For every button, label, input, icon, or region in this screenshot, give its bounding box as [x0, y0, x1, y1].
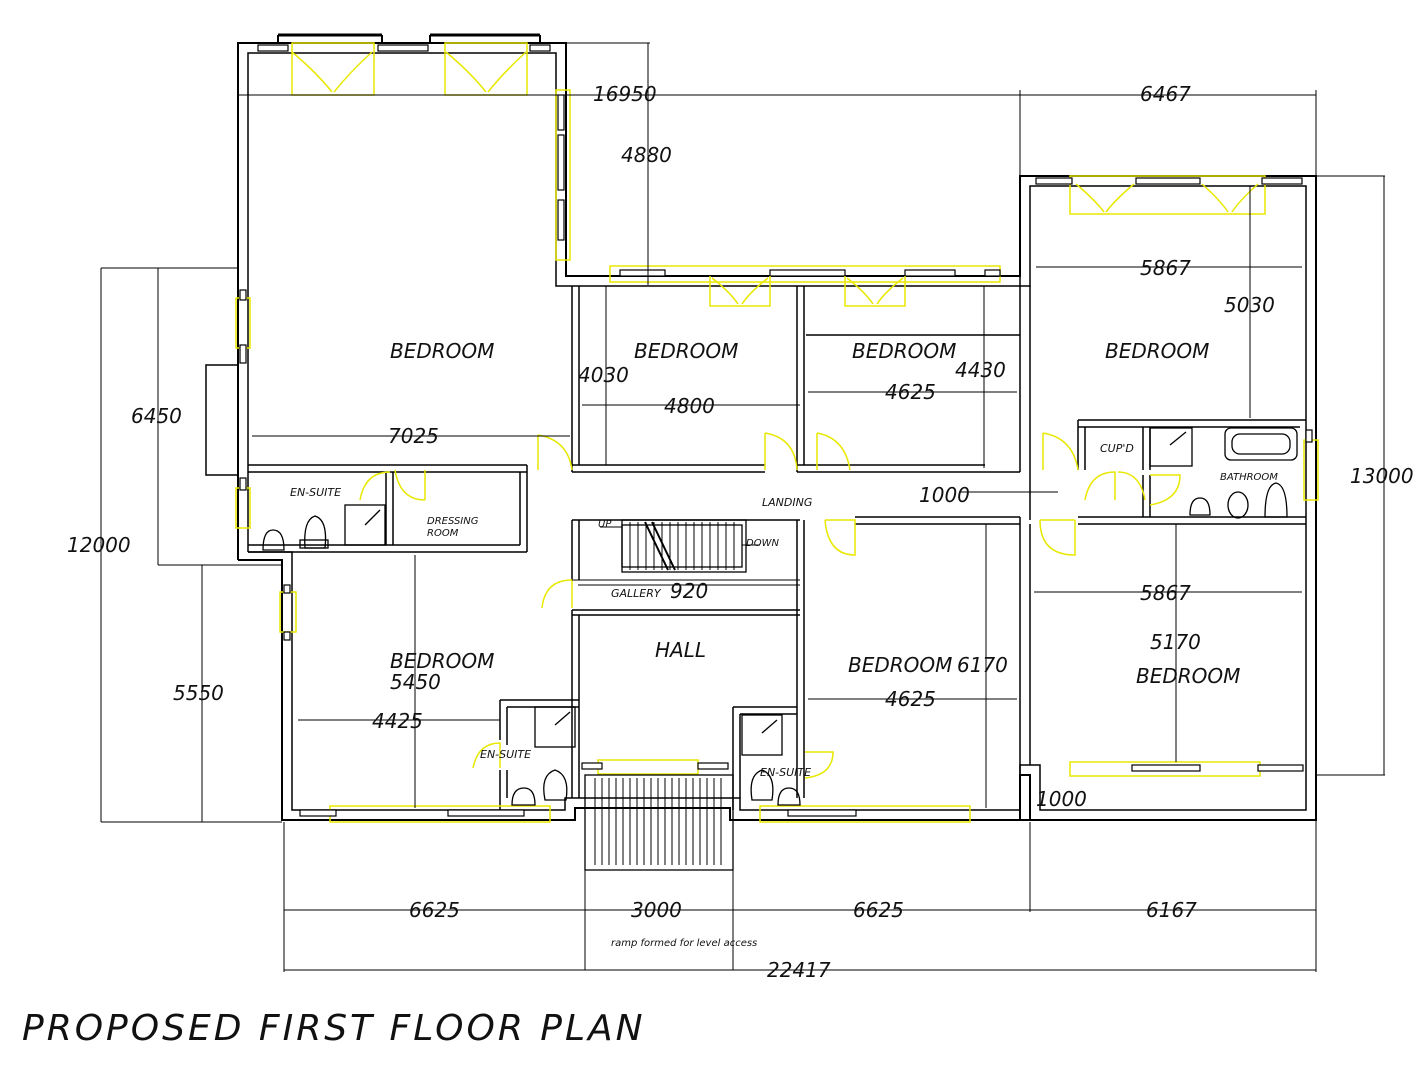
dim-4625-bottom: 4625 [885, 687, 936, 711]
room-label-ensuite-west: EN-SUITE [290, 486, 341, 499]
dim-6625-right: 6625 [853, 898, 904, 922]
windows [235, 33, 1319, 823]
dim-5450: 5450 [390, 670, 441, 694]
dim-6170: 6170 [957, 653, 1008, 677]
sanitary-fixtures [262, 427, 1298, 806]
dim-6167: 6167 [1146, 898, 1197, 922]
dim-7025: 7025 [388, 424, 439, 448]
dim-5030: 5030 [1224, 293, 1275, 317]
staircase [572, 519, 800, 586]
dim-22417: 22417 [767, 958, 831, 982]
dim-6450: 6450 [131, 404, 182, 428]
dim-4800: 4800 [664, 394, 715, 418]
internal-walls [248, 276, 1306, 810]
room-label-landing: LANDING [762, 496, 812, 509]
room-label-ensuite-south: EN-SUITE [760, 766, 811, 779]
dim-12000: 12000 [67, 533, 131, 557]
room-label-cupboard: CUP'D [1100, 442, 1134, 455]
dim-4880: 4880 [621, 143, 672, 167]
room-label-bedroom-south: BEDROOM [848, 653, 952, 677]
room-label-bedroom-ne: BEDROOM [1105, 339, 1209, 363]
dim-16950: 16950 [593, 82, 657, 106]
dimension-labels: 16950 6467 4880 5867 5030 13000 4030 480… [67, 82, 1414, 982]
room-label-ensuite-sw: EN-SUITE [480, 748, 531, 761]
dim-5867-top: 5867 [1140, 256, 1191, 280]
room-labels: BEDROOM BEDROOM BEDROOM BEDROOM BEDROOM … [290, 339, 1278, 949]
room-label-dressing: DRESSING [427, 516, 479, 527]
room-label-bedroom-sw: BEDROOM [390, 649, 494, 673]
dim-5550: 5550 [173, 681, 224, 705]
room-label-bathroom: BATHROOM [1220, 472, 1278, 483]
dim-920: 920 [670, 579, 708, 603]
dim-3000: 3000 [631, 898, 682, 922]
dimension-lines [100, 42, 1385, 972]
dim-5170: 5170 [1150, 630, 1201, 654]
room-label-bedroom-se: BEDROOM [1136, 664, 1240, 688]
dim-4430: 4430 [955, 358, 1006, 382]
room-label-hall: HALL [655, 638, 706, 662]
stair-label-up: UP [598, 519, 612, 530]
dim-4030: 4030 [578, 363, 629, 387]
drawing-title: PROPOSED FIRST FLOOR PLAN [22, 1008, 646, 1049]
dim-1000-landing: 1000 [919, 483, 970, 507]
ramp-note: ramp formed for level access [611, 938, 757, 949]
dim-13000: 13000 [1350, 464, 1414, 488]
room-label-gallery: GALLERY [611, 587, 662, 600]
doors [359, 432, 1181, 779]
dim-4625-top: 4625 [885, 380, 936, 404]
dim-4425: 4425 [372, 709, 423, 733]
room-label-dressing-room: ROOM [427, 528, 459, 539]
room-label-bedroom-nw: BEDROOM [390, 339, 494, 363]
dim-6625-left: 6625 [409, 898, 460, 922]
dim-5867-bottom: 5867 [1140, 581, 1191, 605]
room-label-bedroom-north-1: BEDROOM [634, 339, 738, 363]
dim-1000-corner: 1000 [1036, 787, 1087, 811]
room-label-bedroom-north-2: BEDROOM [852, 339, 956, 363]
stair-label-down: DOWN [746, 538, 779, 549]
dim-6467: 6467 [1140, 82, 1191, 106]
